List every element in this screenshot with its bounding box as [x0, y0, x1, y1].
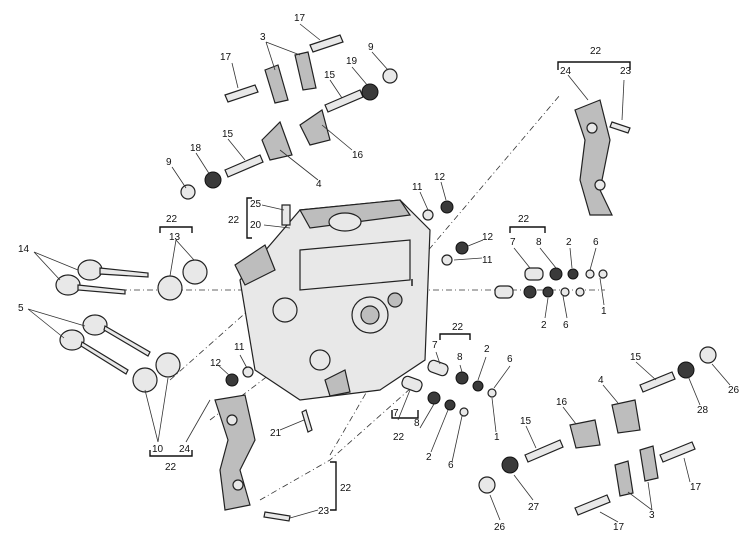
callout-23: 23 — [620, 66, 632, 77]
callout-22: 22 — [393, 432, 405, 443]
callout-28: 28 — [697, 405, 709, 416]
callout-11: 11 — [412, 182, 423, 193]
callout-15: 15 — [324, 70, 336, 81]
upper-rocker-assembly — [180, 34, 398, 200]
callout-25: 25 — [250, 199, 262, 210]
callout-17: 17 — [613, 522, 625, 533]
callout-8: 8 — [457, 352, 463, 363]
callout-16: 16 — [556, 397, 568, 408]
callout-10: 10 — [152, 444, 164, 455]
callout-24: 24 — [560, 66, 572, 77]
cylinder-head — [234, 199, 431, 401]
callout-11: 11 — [234, 342, 245, 353]
callout-21: 21 — [270, 428, 282, 439]
callout-15: 15 — [222, 129, 234, 140]
callout-9: 9 — [368, 42, 374, 53]
callout-16: 16 — [352, 150, 364, 161]
lower-rocker-assembly — [478, 346, 717, 516]
callout-7: 7 — [432, 340, 438, 351]
callout-17: 17 — [220, 52, 232, 63]
callout-26: 26 — [494, 522, 506, 533]
callout-19: 19 — [346, 56, 358, 67]
group-brackets — [149, 61, 631, 511]
callout-4: 4 — [316, 179, 322, 190]
exhaust-valves — [59, 314, 151, 375]
callout-22: 22 — [340, 483, 352, 494]
callout-15: 15 — [630, 352, 642, 363]
callout-9: 9 — [166, 157, 172, 168]
callout-4: 4 — [598, 375, 604, 386]
callout-6: 6 — [563, 320, 569, 331]
callout-14: 14 — [18, 244, 30, 255]
lower-valve-components — [401, 359, 497, 417]
callout-5: 5 — [18, 303, 24, 314]
right-valve-components — [494, 267, 608, 299]
callout-20: 20 — [250, 220, 262, 231]
callout-23: 23 — [318, 506, 330, 517]
callout-labels: 17 3 17 9 19 15 16 15 16 4 9 18 25 22 20… — [18, 13, 740, 533]
callout-22: 22 — [228, 215, 240, 226]
callout-17: 17 — [690, 482, 702, 493]
callout-17: 17 — [294, 13, 306, 24]
callout-22: 22 — [590, 46, 602, 57]
lower-bracket-assembly — [214, 394, 291, 522]
callout-6: 6 — [507, 354, 513, 365]
callout-27: 27 — [528, 502, 540, 513]
callout-15: 15 — [520, 416, 532, 427]
callout-7: 7 — [393, 408, 399, 419]
valve-seats — [132, 259, 208, 393]
callout-22: 22 — [452, 322, 464, 333]
callout-22: 22 — [518, 214, 530, 225]
callout-7: 7 — [510, 237, 516, 248]
callout-11: 11 — [482, 255, 493, 266]
callout-2: 2 — [566, 237, 572, 248]
callout-2: 2 — [426, 452, 432, 463]
callout-26: 26 — [728, 385, 740, 396]
callout-1: 1 — [601, 306, 607, 317]
callout-22: 22 — [166, 214, 178, 225]
intake-valves — [55, 259, 149, 296]
leader-lines — [27, 23, 731, 523]
callout-12: 12 — [434, 172, 446, 183]
callout-12: 12 — [210, 358, 222, 369]
callout-24: 24 — [179, 444, 191, 455]
upper-bracket-assembly — [574, 99, 631, 216]
callout-18: 18 — [190, 143, 202, 154]
callout-2: 2 — [541, 320, 547, 331]
callout-3: 3 — [260, 32, 266, 43]
callout-13: 13 — [169, 232, 181, 243]
callout-6: 6 — [593, 237, 599, 248]
callout-22: 22 — [165, 462, 177, 473]
callout-8: 8 — [536, 237, 542, 248]
callout-3: 3 — [649, 510, 655, 521]
callout-1: 1 — [494, 432, 500, 443]
callout-6: 6 — [448, 460, 454, 471]
callout-8: 8 — [414, 418, 420, 429]
callout-12: 12 — [482, 232, 494, 243]
callout-2: 2 — [484, 344, 490, 355]
